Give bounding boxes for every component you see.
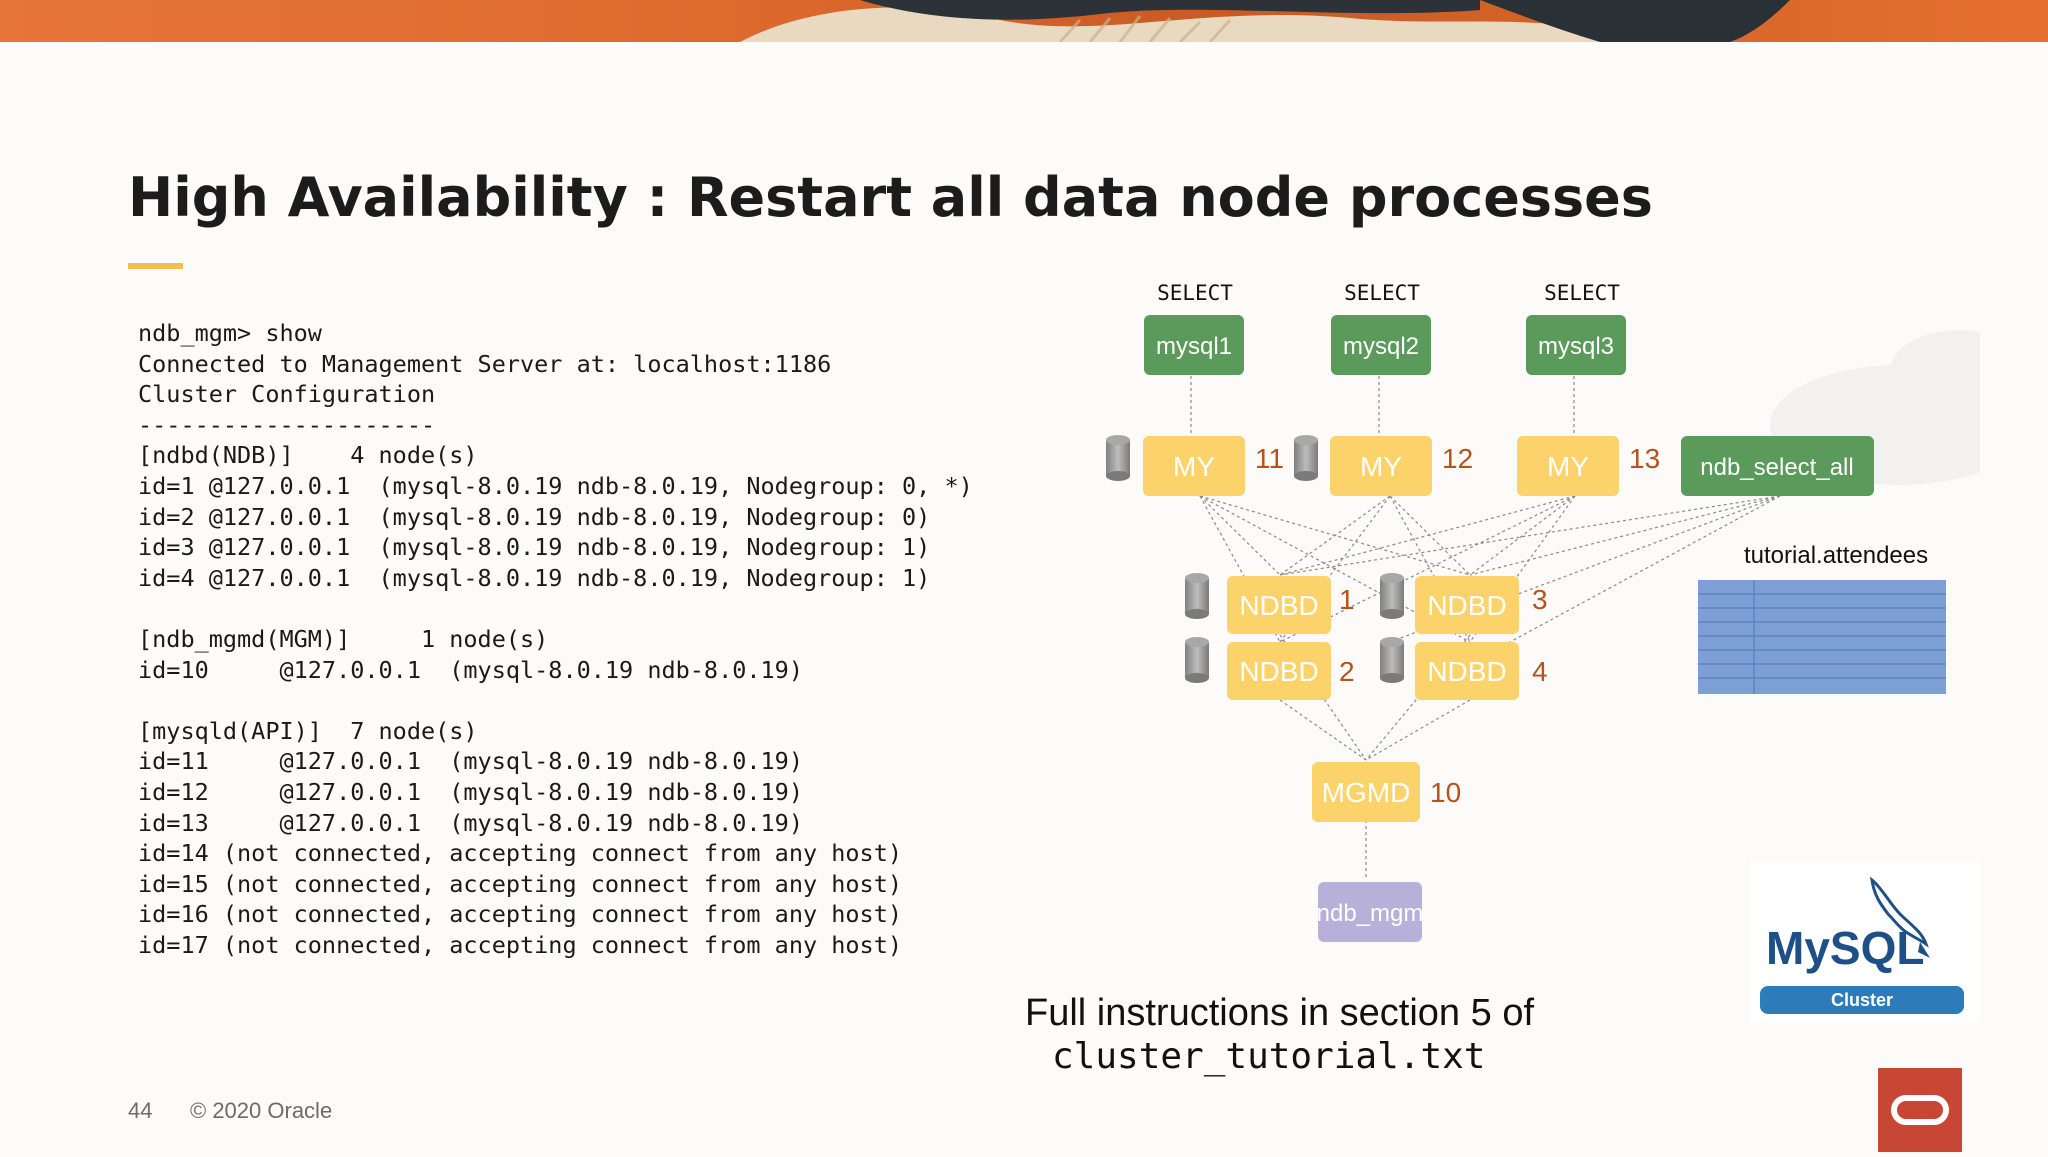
mysql-dolphin-icon: MySQL Cluster	[1760, 876, 1964, 1014]
api-node-label: MY	[1173, 451, 1215, 482]
select-label-1: SELECT	[1157, 281, 1233, 305]
api-node-label: MY	[1360, 451, 1402, 482]
data-node-label: NDBD	[1239, 590, 1318, 621]
management-node[interactable]: MGMD	[1312, 762, 1420, 822]
page-number: 44	[128, 1098, 153, 1123]
terminal-line: id=17 (not connected, accepting connect …	[138, 930, 903, 959]
terminal-line: ndb_mgm> show	[138, 319, 322, 347]
storage-cylinder-icon	[1106, 435, 1130, 481]
copyright: © 2020 Oracle	[190, 1098, 333, 1123]
mysql3-node[interactable]: mysql3	[1526, 315, 1626, 375]
data-node-1[interactable]: NDBD	[1227, 576, 1331, 634]
mysql2-node[interactable]: mysql2	[1331, 315, 1431, 375]
data-node-label: NDBD	[1427, 590, 1506, 621]
ndb-mgm-label: ndb_mgm	[1317, 900, 1424, 927]
data-node-label: NDBD	[1239, 656, 1318, 687]
storage-cylinder-icon	[1294, 435, 1318, 481]
terminal-line: [mysqld(API)] 7 node(s)	[138, 716, 478, 745]
data-node-id: 1	[1339, 584, 1355, 615]
mysql-cluster-logo: MySQL Cluster	[1750, 862, 1980, 1022]
storage-cylinder-icon	[1380, 573, 1404, 619]
table-icon	[1698, 580, 1946, 694]
mysql1-label: mysql1	[1156, 333, 1232, 360]
terminal-line: id=10 @127.0.0.1 (mysql-8.0.19 ndb-8.0.1…	[138, 655, 803, 684]
select-label-2: SELECT	[1344, 281, 1420, 305]
terminal-line: [ndbd(NDB)] 4 node(s)	[138, 441, 478, 470]
oracle-ring-icon	[1891, 1095, 1949, 1125]
terminal-line: ---------------------	[138, 410, 436, 439]
mysql-cluster-text: Cluster	[1831, 990, 1893, 1010]
terminal-line: id=14 (not connected, accepting connect …	[138, 839, 903, 868]
footnote-filename: cluster_tutorial.txt	[1052, 1036, 1486, 1077]
terminal-line: Cluster Configuration	[138, 380, 436, 409]
api-node-11[interactable]: MY	[1143, 436, 1245, 496]
terminal-line: id=2 @127.0.0.1 (mysql-8.0.19 ndb-8.0.19…	[138, 502, 931, 531]
data-node-3[interactable]: NDBD	[1415, 576, 1519, 634]
terminal-line: id=15 (not connected, accepting connect …	[138, 869, 903, 898]
terminal-line: id=4 @127.0.0.1 (mysql-8.0.19 ndb-8.0.19…	[138, 563, 931, 592]
data-node-id: 3	[1532, 584, 1548, 615]
storage-cylinder-icon	[1185, 573, 1209, 619]
api-node-label: MY	[1547, 451, 1589, 482]
api-node-13[interactable]: MY	[1517, 436, 1619, 496]
terminal-line: id=1 @127.0.0.1 (mysql-8.0.19 ndb-8.0.19…	[138, 471, 973, 500]
ndb-select-all-label: ndb_select_all	[1700, 454, 1853, 481]
banner-artwork	[0, 0, 2048, 42]
mysql3-label: mysql3	[1538, 333, 1614, 360]
storage-cylinder-icon	[1380, 637, 1404, 683]
ndb-mgm-client[interactable]: ndb_mgm	[1317, 882, 1424, 942]
api-node-12[interactable]: MY	[1330, 436, 1432, 496]
oracle-logo	[1878, 1068, 1962, 1152]
management-node-label: MGMD	[1322, 777, 1411, 808]
api-node-id: 11	[1255, 443, 1284, 474]
page-title: High Availability : Restart all data nod…	[128, 166, 1653, 229]
header-banner	[0, 0, 2048, 42]
mysql2-label: mysql2	[1343, 333, 1419, 360]
terminal-line: id=16 (not connected, accepting connect …	[138, 900, 903, 929]
mysql1-node[interactable]: mysql1	[1144, 315, 1244, 375]
title-accent-bar	[128, 263, 183, 269]
terminal-output: ndb_mgm> show Connected to Management Se…	[138, 318, 973, 960]
ndb-select-all-node[interactable]: ndb_select_all	[1681, 436, 1874, 496]
data-node-label: NDBD	[1427, 656, 1506, 687]
data-node-id: 2	[1339, 656, 1355, 687]
cluster-diagram: SELECT SELECT SELECT mysql1 mysql2 mysql…	[1106, 281, 1980, 942]
select-label-3: SELECT	[1544, 281, 1620, 305]
data-node-2[interactable]: NDBD	[1227, 642, 1331, 700]
terminal-line: Connected to Management Server at: local…	[138, 349, 832, 378]
api-node-id: 13	[1629, 443, 1660, 474]
terminal-line: id=3 @127.0.0.1 (mysql-8.0.19 ndb-8.0.19…	[138, 533, 931, 562]
terminal-line: id=11 @127.0.0.1 (mysql-8.0.19 ndb-8.0.1…	[138, 747, 803, 776]
mysql-brand-text: MySQL	[1766, 922, 1924, 974]
terminal-line: [ndb_mgmd(MGM)] 1 node(s)	[138, 624, 549, 653]
storage-cylinder-icon	[1185, 637, 1209, 683]
management-node-id: 10	[1430, 777, 1461, 808]
data-node-4[interactable]: NDBD	[1415, 642, 1519, 700]
api-node-id: 12	[1442, 443, 1473, 474]
terminal-line: id=12 @127.0.0.1 (mysql-8.0.19 ndb-8.0.1…	[138, 777, 803, 806]
data-node-id: 4	[1532, 656, 1548, 687]
terminal-line: id=13 @127.0.0.1 (mysql-8.0.19 ndb-8.0.1…	[138, 808, 803, 837]
footnote-text: Full instructions in section 5 of	[1025, 992, 1535, 1034]
table-label: tutorial.attendees	[1744, 542, 1928, 569]
